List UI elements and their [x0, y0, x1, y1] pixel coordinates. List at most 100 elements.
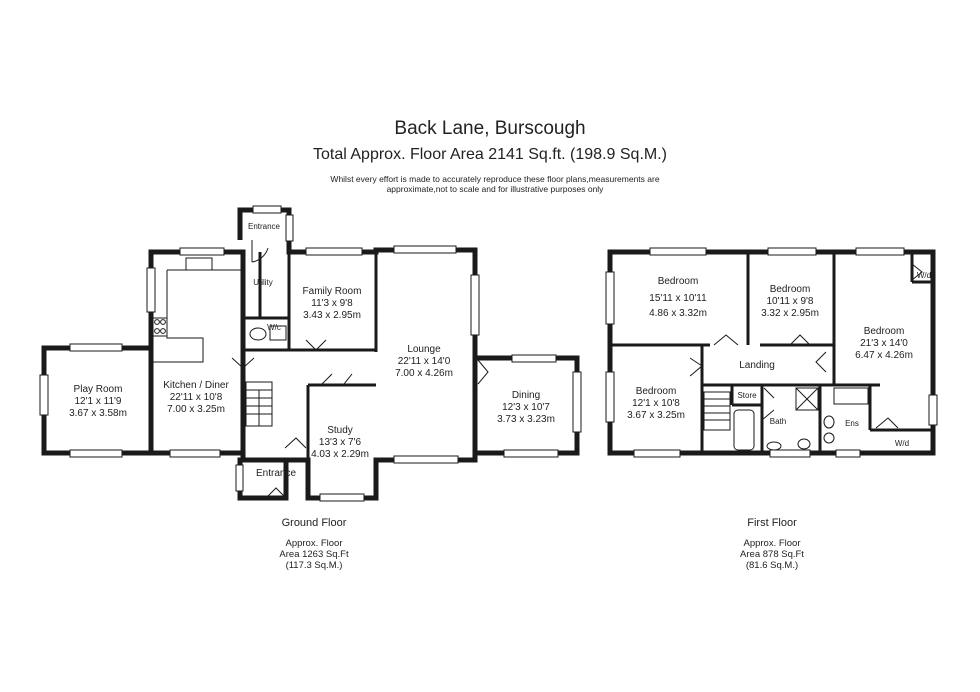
first-floor-area-1: Approx. Floor: [743, 538, 800, 549]
kitchen-metric: 7.00 x 3.25m: [167, 404, 225, 415]
play-room-name: Play Room: [74, 384, 123, 395]
family-room-name: Family Room: [303, 286, 362, 297]
wd-bottom-name: W/d: [895, 439, 909, 448]
family-room-door: [305, 339, 327, 351]
lounge-name: Lounge: [407, 344, 441, 355]
ground-floor-plan: [39, 205, 582, 502]
bedroom4-window-side: [605, 371, 615, 423]
hall-door: [284, 437, 307, 449]
wc-basin: [269, 325, 287, 341]
utility-name: Utility: [253, 278, 273, 287]
lounge-window-side: [470, 274, 480, 336]
dining-metric: 3.73 x 3.23m: [497, 414, 555, 425]
play-room-imperial: 12'1 x 11'9: [74, 396, 121, 407]
shower: [795, 387, 819, 411]
ens-window: [835, 449, 861, 458]
first-floor-plan: [605, 247, 938, 458]
bedroom1-window-side: [605, 271, 615, 325]
entrance-top-window: [252, 205, 282, 214]
dining-window-bottom: [503, 449, 559, 458]
front-door: [265, 487, 287, 499]
bedroom1-window-top: [649, 247, 707, 256]
bedroom3-name: Bedroom: [864, 326, 905, 337]
bedroom2-window: [767, 247, 817, 256]
kitchen-worktop: [151, 269, 243, 363]
dining-door: [477, 359, 489, 385]
ground-floor-caption: Ground Floor: [282, 517, 347, 529]
first-floor-caption: First Floor: [747, 517, 797, 529]
play-room-window-left: [39, 374, 49, 416]
kitchen-name: Kitchen / Diner: [163, 380, 229, 391]
lounge-metric: 7.00 x 4.26m: [395, 368, 453, 379]
bathtub: [733, 409, 755, 451]
bath-door: [761, 387, 775, 421]
property-title: Back Lane, Burscough: [394, 118, 586, 139]
entrance-porch-walls: [237, 457, 289, 501]
dining-window-side: [572, 371, 582, 433]
study-door: [321, 373, 353, 385]
study-metric: 4.03 x 2.29m: [311, 449, 369, 460]
ground-floor-area-2: Area 1263 Sq.Ft: [279, 549, 349, 560]
bedroom4-metric: 3.67 x 3.25m: [627, 410, 685, 421]
play-room-metric: 3.67 x 3.58m: [69, 408, 127, 419]
bath-basin: [766, 441, 782, 451]
dining-imperial: 12'3 x 10'7: [502, 402, 550, 413]
play-room-window-top: [69, 343, 123, 352]
kitchen-window-left: [146, 267, 156, 313]
bedroom3-window-top: [855, 247, 905, 256]
ground-floor-area-1: Approx. Floor: [285, 538, 342, 549]
lounge-window-bottom: [393, 455, 459, 464]
family-room-window: [305, 247, 363, 256]
bedroom3-imperial: 21'3 x 14'0: [860, 338, 908, 349]
bedroom4-door: [689, 357, 703, 377]
bedroom3-window-side: [928, 394, 938, 426]
kitchen-walls: [148, 249, 246, 456]
wardrobe-door-top: [911, 263, 923, 281]
ens-toilet: [823, 415, 835, 429]
dining-window-top: [511, 354, 557, 363]
study-imperial: 13'3 x 7'6: [319, 437, 362, 448]
store-name: Store: [737, 391, 757, 400]
first-floor-area-2: Area 878 Sq.Ft: [740, 549, 804, 560]
first-floor-stairs: [703, 391, 731, 431]
bath-window: [769, 449, 811, 458]
bedroom1-door: [713, 334, 739, 346]
wardrobe-door-bottom: [875, 417, 899, 429]
bedroom1-imperial: 15'11 x 10'11: [649, 293, 707, 304]
ens-shower: [833, 387, 869, 405]
entrance-top-name: Entrance: [248, 222, 281, 231]
utility-door: [251, 240, 269, 263]
wd-top-name: W/d: [917, 271, 931, 280]
entrance-bottom-window: [235, 464, 244, 492]
kitchen-window-top: [179, 247, 225, 256]
entrance-bottom-name: Entrance: [256, 468, 296, 479]
kitchen-sink: [185, 257, 213, 271]
bedroom1-name: Bedroom: [658, 276, 699, 287]
entrance-top-side-window: [285, 214, 294, 242]
kitchen-imperial: 22'11 x 10'8: [170, 392, 223, 403]
ens-basin: [823, 432, 835, 444]
bedroom2-imperial: 10'11 x 9'8: [766, 296, 813, 307]
bedroom2-name: Bedroom: [770, 284, 811, 295]
kitchen-window-bottom: [169, 449, 221, 458]
bath-name: Bath: [770, 417, 786, 426]
bath-toilet: [797, 438, 811, 450]
disclaimer-text: Whilst every effort is made to accuratel…: [330, 174, 660, 194]
bedroom3-door: [815, 351, 827, 373]
lounge-imperial: 22'11 x 14'0: [398, 356, 451, 367]
bedroom4-name: Bedroom: [636, 386, 677, 397]
wc-name: W/c: [267, 323, 281, 332]
bedroom4-window-bottom: [633, 449, 681, 458]
bedroom4-imperial: 12'1 x 10'8: [632, 398, 680, 409]
family-room-metric: 3.43 x 2.95m: [303, 310, 361, 321]
first-floor-area-3: (81.6 Sq.M.): [746, 560, 798, 571]
bedroom2-door: [789, 334, 811, 346]
family-room-imperial: 11'3 x 9'8: [311, 298, 353, 309]
lounge-window-top: [393, 245, 457, 254]
bedroom3-metric: 6.47 x 4.26m: [855, 350, 913, 361]
wc-toilet: [249, 327, 267, 341]
study-window: [319, 493, 365, 502]
ens-name: Ens: [845, 419, 859, 428]
